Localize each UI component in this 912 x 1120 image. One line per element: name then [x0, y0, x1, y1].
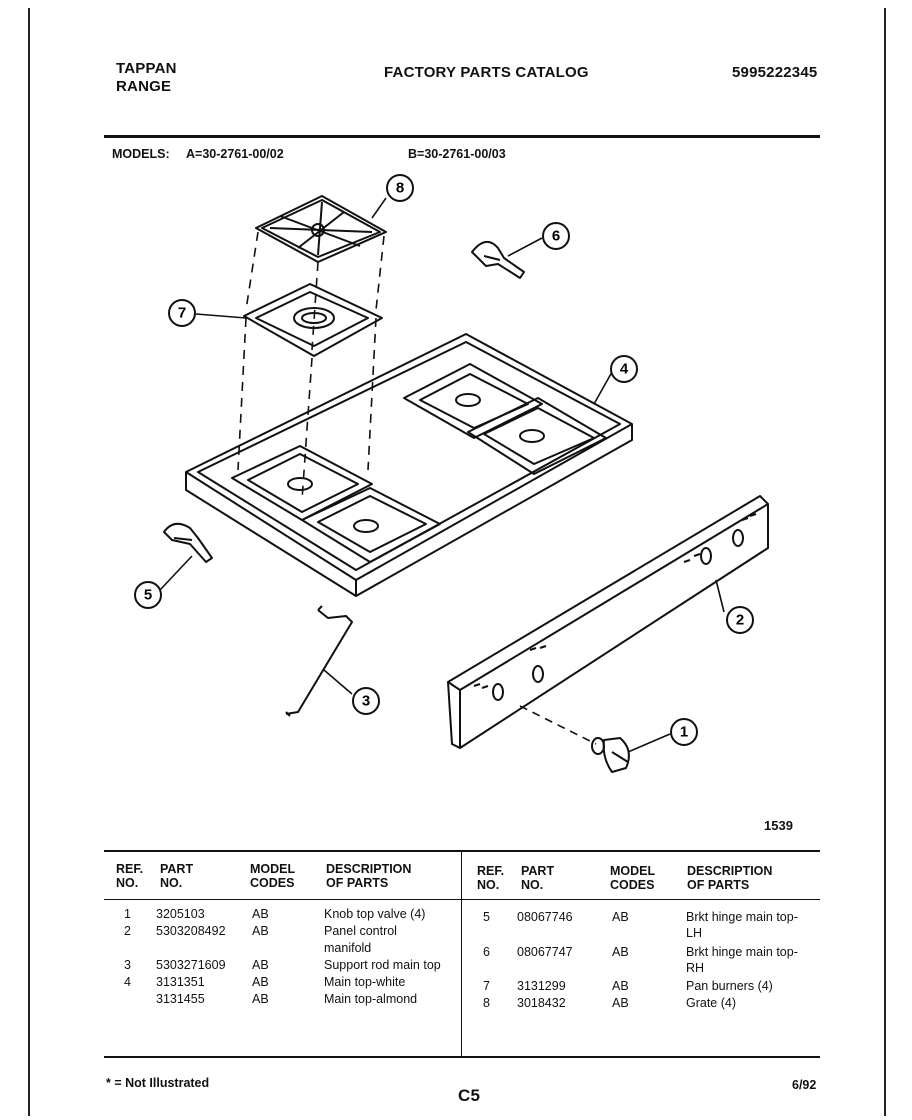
header-rule [104, 135, 820, 138]
models-label: MODELS: [112, 147, 170, 161]
desc-cell: Pan burners (4) [686, 979, 773, 993]
svg-text:2: 2 [736, 612, 744, 629]
hdr-ref-left: REF.NO. [116, 862, 144, 890]
part-cell: 3205103 [156, 907, 205, 921]
brand-line-1: TAPPAN [116, 60, 177, 77]
page-border [28, 8, 886, 1116]
ref-cell: 8 [483, 996, 490, 1010]
hdr-ref-right: REF.NO. [477, 864, 505, 892]
code-cell: AB [612, 979, 629, 993]
ref-cell: 4 [124, 975, 131, 989]
svg-text:3: 3 [362, 693, 370, 710]
hinge-lh-part [163, 522, 213, 563]
page-code: C5 [458, 1086, 481, 1105]
part-cell: 5303208492 [156, 924, 226, 938]
desc-cell: Knob top valve (4) [324, 907, 426, 921]
desc-cell: Brkt hinge main top- [686, 945, 798, 959]
code-cell: AB [612, 910, 629, 924]
table-bottom-rule [104, 1056, 820, 1058]
callout-5: 5 [134, 581, 162, 609]
revision-date: 6/92 [792, 1078, 817, 1092]
ref-cell: 2 [124, 924, 131, 938]
code-cell: AB [252, 924, 269, 938]
desc-cell: Brkt hinge main top- [686, 910, 798, 924]
code-cell: AB [252, 958, 269, 972]
callout-4: 4 [610, 355, 638, 383]
table-center-divider [461, 851, 462, 1057]
svg-text:1: 1 [680, 724, 688, 741]
catalog-number: 5995222345 [732, 64, 818, 81]
ref-cell: 7 [483, 979, 490, 993]
code-cell: AB [612, 945, 629, 959]
not-illustrated-note: * = Not Illustrated [106, 1076, 210, 1090]
part-cell: 08067746 [517, 910, 573, 924]
ref-cell: 1 [124, 907, 131, 921]
ref-cell: 6 [483, 945, 490, 959]
desc-cell: Panel control [324, 924, 397, 938]
svg-text:6: 6 [552, 228, 560, 245]
desc-cell: Support rod main top [324, 958, 441, 972]
desc-cell: Grate (4) [686, 996, 737, 1010]
ref-cell: 5 [483, 910, 490, 924]
part-cell: 3131351 [156, 975, 205, 989]
burner-pan-part [243, 283, 383, 357]
model-a: A=30-2761-00/02 [186, 147, 284, 161]
model-b: B=30-2761-00/03 [408, 147, 506, 161]
code-cell: AB [612, 996, 629, 1010]
svg-text:4: 4 [620, 361, 629, 378]
catalog-title: FACTORY PARTS CATALOG [384, 64, 589, 81]
callout-1: 1 [670, 718, 698, 746]
desc-cell: Main top-white [324, 975, 406, 989]
part-cell: 3131455 [156, 992, 205, 1006]
callout-8: 8 [386, 174, 414, 202]
ref-cell: 3 [124, 958, 131, 972]
part-cell: 08067747 [517, 945, 573, 959]
svg-text:5: 5 [144, 587, 152, 604]
part-cell: 5303271609 [156, 958, 226, 972]
callout-3: 3 [352, 687, 380, 715]
desc-cell-continued: RH [686, 961, 705, 975]
knob-part [591, 737, 630, 773]
callout-7: 7 [168, 299, 196, 327]
desc-cell: Main top-almond [324, 992, 418, 1006]
code-cell: AB [252, 992, 269, 1006]
code-cell: AB [252, 975, 269, 989]
table-top-rule [104, 850, 820, 852]
code-cell: AB [252, 907, 269, 921]
desc-cell-continued: LH [686, 926, 702, 940]
svg-text:8: 8 [396, 180, 404, 197]
control-panel-part [447, 495, 769, 749]
figure-number: 1539 [764, 818, 793, 833]
part-cell: 3018432 [517, 996, 566, 1010]
grate-part [255, 195, 387, 263]
part-cell: 3131299 [517, 979, 566, 993]
main-top-part [185, 333, 633, 597]
brand-line-2: RANGE [116, 78, 172, 95]
hinge-rh-part [471, 241, 525, 279]
callout-6: 6 [542, 222, 570, 250]
svg-text:7: 7 [178, 305, 186, 322]
callout-2: 2 [726, 606, 754, 634]
support-rod-part [285, 605, 353, 717]
table-header-rule [104, 899, 820, 900]
desc-cell-continued: manifold [324, 941, 372, 955]
